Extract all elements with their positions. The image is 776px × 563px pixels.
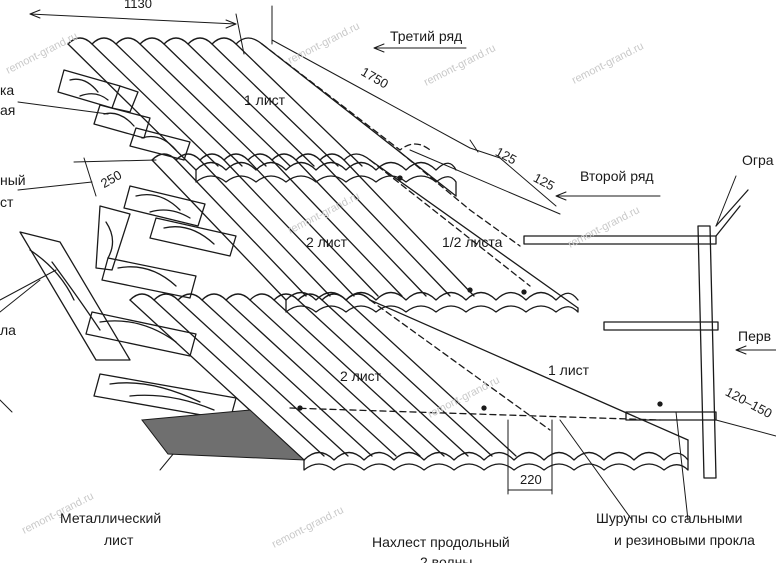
metal-sheet bbox=[141, 409, 306, 461]
batten-7 bbox=[101, 257, 197, 299]
row-third-label: Третий ряд bbox=[390, 28, 463, 44]
batten-5 bbox=[149, 217, 237, 257]
screws-label-line1: Шурупы со стальными bbox=[596, 510, 743, 526]
dimension-lines bbox=[0, 5, 776, 521]
overlap-label-line1: Нахлест продольный bbox=[372, 534, 510, 550]
screws-label-line2: и резиновыми прокла bbox=[614, 532, 755, 548]
batten-4 bbox=[123, 185, 206, 227]
sheet-label-half: 1/2 листа bbox=[442, 234, 503, 250]
sheet-middle bbox=[151, 151, 579, 313]
left-label-b1: ный bbox=[0, 172, 26, 188]
left-label-b2: ст bbox=[0, 194, 14, 210]
row-second-label: Второй ряд bbox=[580, 168, 654, 184]
sheet-label-1-top: 1 лист bbox=[244, 92, 286, 108]
sheet-bottom bbox=[129, 293, 689, 471]
batten-9 bbox=[85, 311, 197, 357]
metal-sheet-label-line2: лист bbox=[104, 532, 134, 548]
sheet-label-2-bottom: 2 лист bbox=[340, 368, 382, 384]
left-label-a2: ая bbox=[0, 102, 16, 118]
dimension-220: 220 bbox=[520, 472, 542, 487]
overlap-label-line2: 2 волны bbox=[420, 554, 473, 563]
screws bbox=[297, 175, 663, 411]
left-label-a1: ка bbox=[0, 82, 15, 98]
left-label-c: ла bbox=[0, 322, 16, 338]
row-first-label: Перв bbox=[738, 328, 772, 344]
sheet-label-2-mid: 2 лист bbox=[306, 234, 348, 250]
fence-label: Огра bbox=[742, 152, 774, 168]
batten-6 bbox=[95, 205, 131, 271]
sheet-top bbox=[67, 37, 457, 197]
batten-8 bbox=[19, 231, 131, 361]
metal-sheet-label-line1: Металлический bbox=[60, 510, 162, 526]
dimension-1130: 1130 bbox=[124, 0, 152, 11]
sheet-label-1-bottom: 1 лист bbox=[548, 362, 590, 378]
fence-structure bbox=[523, 189, 749, 479]
